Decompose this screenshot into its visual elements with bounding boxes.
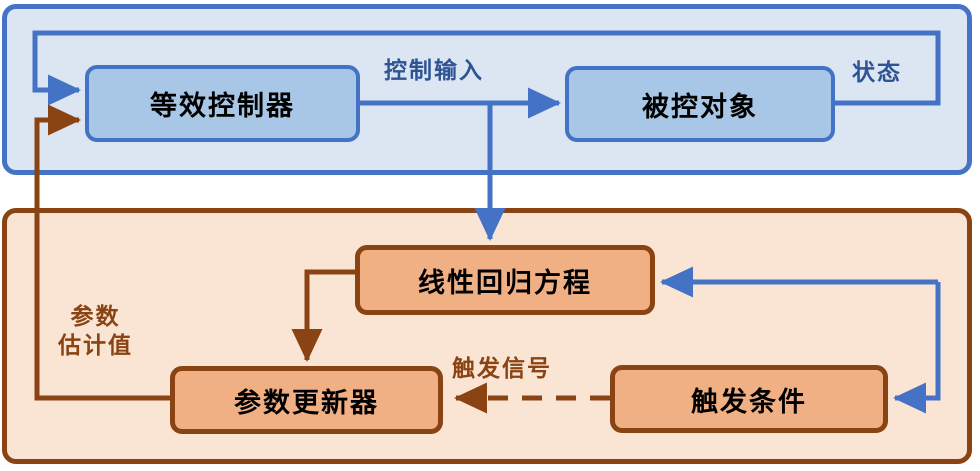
edge-label-state: 状态 bbox=[852, 59, 902, 86]
node-label: 被控对象 bbox=[642, 91, 758, 123]
node-label: 等效控制器 bbox=[150, 91, 295, 122]
edge-label-trigger-signal: 触发信号 bbox=[452, 355, 552, 382]
edge-label-parameter-estimate-line1: 参数 bbox=[70, 303, 121, 330]
node-label: 参数更新器 bbox=[234, 387, 379, 419]
node-linear-regression-equation[interactable]: 线性回归方程 bbox=[355, 245, 655, 315]
node-trigger-condition[interactable]: 触发条件 bbox=[610, 365, 888, 433]
edge-plant-state-feedback bbox=[32, 30, 941, 106]
edge-updater-to-controller bbox=[34, 104, 170, 401]
edge-label-control-input: 控制输入 bbox=[384, 57, 484, 84]
edge-label-parameter-estimate: 参数 估计值 bbox=[58, 303, 133, 361]
edge-regression-to-updater bbox=[291, 269, 355, 363]
edge-label-parameter-estimate-line2: 估计值 bbox=[58, 331, 133, 359]
node-equivalent-controller[interactable]: 等效控制器 bbox=[85, 65, 360, 142]
node-label: 触发条件 bbox=[691, 386, 807, 418]
edge-state-to-trigger bbox=[892, 282, 941, 414]
node-parameter-updater[interactable]: 参数更新器 bbox=[170, 366, 443, 434]
node-controlled-plant[interactable]: 被控对象 bbox=[565, 66, 835, 142]
node-label: 线性回归方程 bbox=[418, 267, 592, 299]
